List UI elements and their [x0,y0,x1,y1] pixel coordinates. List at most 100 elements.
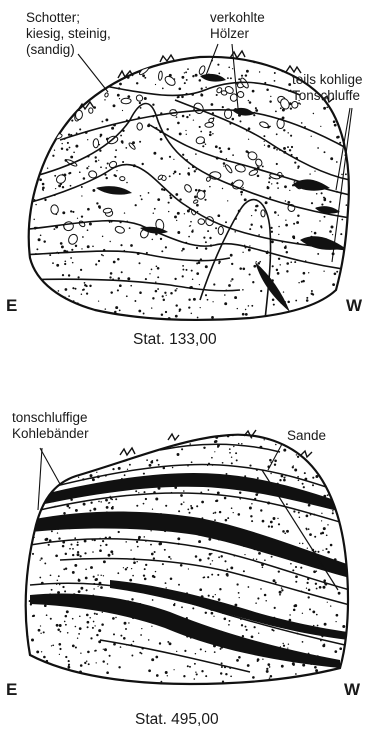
sand-dot [53,228,55,230]
sand-dot [345,173,347,175]
sand-dot [352,561,355,564]
sand-dot [117,94,120,97]
sand-dot [189,443,191,445]
sand-dot [82,466,83,467]
sand-dot [287,301,290,304]
sand-dot [135,490,137,492]
sand-dot [212,133,213,134]
sand-dot [251,437,252,438]
sand-dot [100,586,103,589]
sand-dot [77,541,79,543]
sand-dot [143,473,145,475]
sand-dot [111,127,114,130]
sand-dot [149,464,152,467]
sand-dot [158,464,160,466]
sand-dot [330,67,332,69]
sand-dot [319,471,321,473]
sand-dot [278,570,280,572]
sand-dot [86,292,88,294]
sand-dot [238,656,241,659]
sand-dot [144,536,146,538]
sand-dot [118,54,120,56]
sand-dot [264,439,265,440]
sand-dot [86,589,88,591]
pebble [137,123,143,131]
sand-dot [352,566,354,568]
sand-dot [92,319,95,322]
sand-dot [34,489,37,492]
sand-dot [336,614,339,617]
sand-dot [231,456,232,457]
sand-dot [302,613,303,614]
sand-dot [121,142,123,144]
sand-dot [123,637,126,640]
sand-dot [95,156,97,158]
sand-dot [274,607,276,609]
sand-dot [106,177,108,179]
sand-dot [333,120,336,123]
sand-dot [80,664,83,667]
sand-dot [181,448,183,450]
sand-dot [40,235,42,237]
sand-dot [89,440,91,442]
sand-dot [152,297,154,299]
sand-dot [103,685,106,688]
sand-dot [253,114,255,116]
sand-dot [58,184,61,187]
sand-dot [45,668,47,670]
sand-dot [299,543,300,544]
sand-dot [269,666,271,668]
sand-dot [297,320,298,321]
sand-dot [342,121,345,124]
sand-dot [238,592,240,594]
sand-dot [305,63,306,64]
sand-dot [174,215,177,218]
label-hoelzer-line2: Hölzer [210,26,265,42]
sand-dot [134,436,136,438]
sand-dot [145,437,147,439]
sand-dot [144,578,147,581]
sand-dot [301,312,303,314]
sand-dot [94,613,96,615]
sand-dot [334,650,337,653]
sand-dot [124,622,127,625]
sand-dot [108,554,111,557]
sand-dot [162,563,164,565]
sand-dot [239,597,240,598]
sand-dot [154,551,156,553]
sand-dot [298,511,300,513]
sand-dot [52,155,54,157]
sand-dot [298,282,299,283]
sand-dot [208,595,210,597]
sand-dot [96,634,98,636]
sand-dot [333,485,336,488]
sand-dot [177,96,179,98]
sand-dot [225,221,227,223]
sand-dot [148,639,150,641]
sand-dot [32,511,33,512]
sand-dot [52,262,54,264]
sand-dot [164,292,166,294]
sand-dot [32,615,34,617]
sand-dot [62,586,64,588]
sand-dot [44,562,46,564]
sand-dot [43,631,45,633]
sand-dot [96,687,98,689]
sand-dot [190,221,192,223]
sand-dot [127,567,129,569]
sand-dot [198,324,200,326]
sand-dot [285,220,286,221]
sand-dot [294,469,297,472]
sand-dot [350,57,352,59]
sand-dot [186,116,188,118]
sand-dot [116,170,117,171]
sand-dot [296,221,299,224]
sand-dot [68,274,70,276]
sand-dot [295,566,297,568]
sand-dot [51,69,54,72]
sand-dot [245,626,247,628]
sand-dot [311,231,312,232]
sand-dot [142,74,145,77]
sand-dot [178,510,180,512]
sand-dot [177,212,180,215]
